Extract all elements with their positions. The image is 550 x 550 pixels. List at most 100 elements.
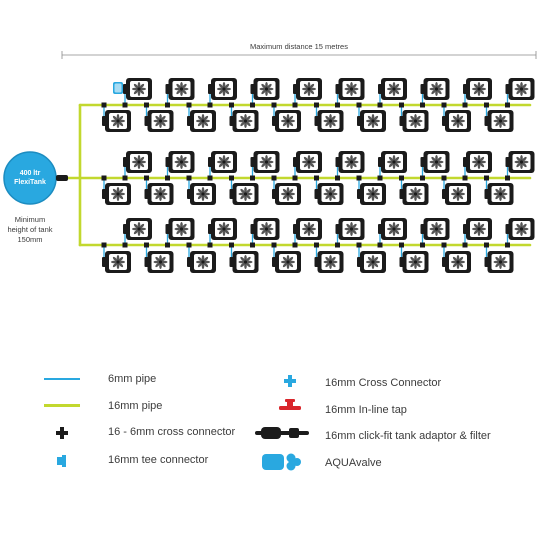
cross-connector (420, 175, 425, 181)
irrigation-diagram: Maximum distance 15 metres 400 ltr Flexi… (3, 42, 537, 273)
cross-connector (356, 102, 362, 108)
cross-connector (399, 102, 404, 108)
plant-pot (399, 110, 429, 132)
cross-connector (292, 242, 298, 248)
tank-label-line2: FlexiTank (14, 179, 46, 186)
cross-connector (484, 102, 489, 108)
plant-pot (420, 218, 450, 240)
plant-pot (484, 183, 514, 205)
cross-connector (377, 102, 383, 108)
cross-connector (207, 175, 213, 181)
cross-connector (101, 175, 107, 181)
tank-adaptor-filter-icon (255, 427, 309, 439)
cross-connector (122, 242, 128, 248)
cross-connector (420, 242, 425, 248)
plant-pot (187, 183, 216, 205)
aquavalve-icon (113, 82, 123, 94)
min-height-line3: 150mm (17, 235, 42, 244)
plant-pot (378, 218, 407, 240)
plant-pot (293, 151, 322, 173)
plant-pot (484, 110, 514, 132)
plant-pot (250, 218, 280, 240)
plant-pot (357, 251, 386, 273)
cross-connector (399, 242, 404, 248)
plant-pot (102, 110, 131, 132)
plant-pot (123, 218, 152, 240)
distance-dimension (61, 51, 537, 59)
plant-pot (463, 151, 492, 173)
plant-pot (250, 78, 280, 100)
cross-connector (462, 175, 468, 181)
cross-connector (122, 102, 128, 108)
legend-tank-adaptor-filter: 16mm click-fit tank adaptor & filter (325, 430, 491, 442)
plant-pot (123, 151, 152, 173)
cross-connector (122, 175, 128, 181)
plant-pot (208, 151, 237, 173)
cross-connector (165, 102, 170, 108)
6mm-pipe-icon (44, 378, 80, 380)
16mm-pipe-icon (44, 404, 80, 407)
min-height-line2: height of tank (7, 225, 52, 234)
plant-pot (399, 183, 429, 205)
plant-pot (102, 183, 131, 205)
plant-pots (102, 78, 535, 273)
cross-connector (505, 102, 510, 108)
cross-connector (505, 175, 510, 181)
plant-pot (102, 251, 131, 273)
cross-connector (420, 102, 425, 108)
plant-pot (463, 218, 492, 240)
plant-pot (505, 78, 535, 100)
cross-connector (229, 102, 234, 108)
cross-connector (101, 242, 107, 248)
tank-adaptor-filter-icon (56, 175, 68, 181)
plant-pot (335, 78, 365, 100)
cross-connector (186, 102, 192, 108)
plant-pot (442, 251, 471, 273)
tee-connector-icon (57, 455, 66, 467)
plant-pot (187, 251, 216, 273)
plant-pot (378, 78, 407, 100)
cross-connector (165, 242, 170, 248)
cross-connector (186, 242, 192, 248)
cross-connector (356, 175, 362, 181)
plant-pot (357, 110, 386, 132)
plant-pot (229, 183, 259, 205)
plant-pot (335, 151, 365, 173)
cross-connector (207, 242, 213, 248)
cross-connector (271, 102, 277, 108)
legend-16mm-inline-tap: 16mm In-line tap (325, 404, 407, 416)
plant-pot (357, 183, 386, 205)
min-height-line1: Minimum (15, 215, 45, 224)
cross-connector (462, 102, 468, 108)
legend: 6mm pipe 16mm pipe 16 - 6mm cross connec… (0, 360, 550, 480)
legend-16mm-pipe: 16mm pipe (108, 400, 163, 412)
tank-label-line1: 400 ltr (20, 170, 41, 177)
cross-connector (314, 242, 319, 248)
plant-pot (229, 251, 259, 273)
plant-pot (314, 183, 344, 205)
plant-pot (505, 218, 535, 240)
plant-pot (144, 251, 174, 273)
cross-connector (250, 102, 255, 108)
plant-pot (442, 183, 471, 205)
cross-connector (271, 175, 277, 181)
plant-pot (165, 78, 195, 100)
cross-connector-16-6mm-icon (56, 427, 68, 439)
cross-connector (101, 102, 107, 108)
cross-connector (207, 102, 213, 108)
plant-pot (420, 151, 450, 173)
plant-pot (165, 151, 195, 173)
plant-pot (335, 218, 365, 240)
cross-connector (144, 175, 149, 181)
cross-connector (335, 242, 340, 248)
cross-connector (292, 175, 298, 181)
cross-connector (377, 242, 383, 248)
plant-pot (420, 78, 450, 100)
plant-pot (484, 251, 514, 273)
cross-connector (484, 175, 489, 181)
aquavalve-icon (262, 453, 301, 471)
plant-pot (208, 78, 237, 100)
distance-label: Maximum distance 15 metres (250, 42, 348, 51)
inline-tap-icon (279, 399, 301, 410)
plant-pot (208, 218, 237, 240)
